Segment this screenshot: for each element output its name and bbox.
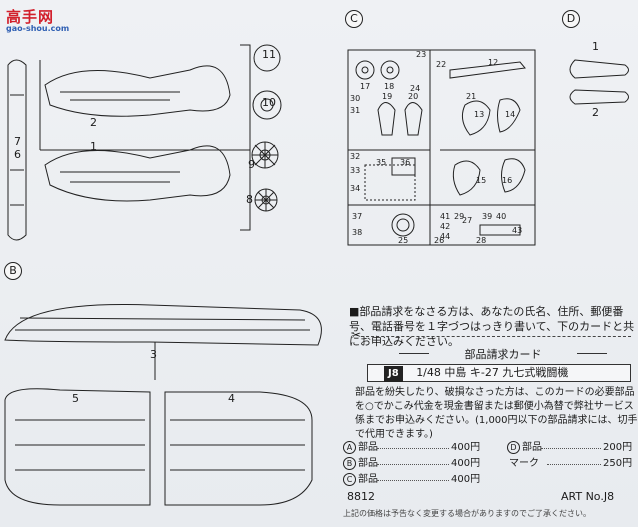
part-number: 13: [474, 110, 485, 119]
part-number: 18: [384, 82, 395, 91]
scissors-icon: ✂: [351, 328, 362, 342]
part-number: 1: [90, 140, 97, 153]
part-number: 9: [248, 158, 255, 171]
part-number: 42: [440, 222, 451, 231]
price-value: 250円: [603, 458, 633, 469]
leader-line: [377, 480, 449, 481]
part-number: 20: [408, 92, 419, 101]
leader-line: [377, 464, 449, 465]
footnote: 上記の価格は予告なく変更する場合がありますのでご了承ください。: [343, 509, 591, 518]
parts-request-card: ■部品請求をなさる方は、あなたの氏名、住所、郵便番号、電話番号を１字づつはっきり…: [343, 300, 638, 524]
part-number: 19: [382, 92, 393, 101]
part-number: 29: [454, 212, 465, 221]
part-number: 21: [466, 92, 477, 101]
watermark-logo: 高手网: [6, 8, 55, 26]
part-number: 3: [150, 348, 157, 361]
part-number: 26: [434, 236, 445, 245]
part-number: 11: [262, 48, 276, 61]
part-number: 10: [262, 96, 276, 109]
part-number: 39: [482, 212, 493, 221]
part-number: 31: [350, 106, 361, 115]
price-label: マーク: [509, 458, 539, 469]
price-value: 400円: [451, 474, 481, 485]
part-number: 2: [592, 106, 599, 119]
price-row-decal: マーク: [509, 454, 539, 469]
price-value: 400円: [451, 458, 481, 469]
part-number: 37: [352, 212, 363, 221]
part-number: 35: [376, 158, 387, 167]
request-instructions: ■部品請求をなさる方は、あなたの氏名、住所、郵便番号、電話番号を１字づつはっきり…: [349, 305, 635, 348]
part-number: 34: [350, 184, 361, 193]
part-number: 38: [352, 228, 363, 237]
part-mark: A: [343, 441, 356, 454]
price-label: 部品: [358, 458, 378, 469]
part-number: 22: [436, 60, 447, 69]
part-number: 7: [14, 135, 21, 148]
part-number: 30: [350, 94, 361, 103]
part-mark: B: [343, 457, 356, 470]
part-number: 1: [592, 40, 599, 53]
leader-line: [377, 448, 449, 449]
part-number: 2: [90, 116, 97, 129]
price-value: 200円: [603, 442, 633, 453]
part-number: 5: [72, 392, 79, 405]
part-number: 15: [476, 176, 487, 185]
catalog-number: 8812: [347, 490, 375, 503]
part-number: 16: [502, 176, 513, 185]
leader-line: [547, 464, 601, 465]
part-number: 41: [440, 212, 451, 221]
part-number: 44: [440, 232, 451, 241]
card-description: 部品を紛失したり、破損なさった方は、このカードの必要部品を○でかこみ代金を現金書…: [355, 387, 638, 440]
site-watermark: 高手网 gao-shou.com: [2, 2, 78, 33]
product-code: J8: [384, 366, 403, 382]
cut-line: [361, 336, 631, 337]
card-title: 部品請求カード: [399, 346, 607, 362]
section-b-label: B: [4, 262, 22, 280]
part-number: 40: [496, 212, 507, 221]
part-number: 32: [350, 152, 361, 161]
part-number: 14: [505, 110, 516, 119]
part-number: 33: [350, 166, 361, 175]
price-label: 部品: [522, 442, 542, 453]
part-number: 4: [228, 392, 235, 405]
price-label: 部品: [358, 474, 378, 485]
price-value: 400円: [451, 442, 481, 453]
part-number: 23: [416, 50, 427, 59]
product-box: J8 1/48 中島 キ-27 九七式戦闘機: [367, 364, 631, 382]
leader-line: [541, 448, 601, 449]
part-number: 6: [14, 148, 21, 161]
art-number: ART No.J8: [561, 490, 615, 503]
part-number: 25: [398, 236, 409, 245]
part-number: 27: [462, 216, 473, 225]
part-mark: C: [343, 473, 356, 486]
part-number: 8: [246, 193, 253, 206]
part-mark: D: [507, 441, 520, 454]
section-d-label: D: [562, 10, 580, 28]
section-c-label: C: [345, 10, 363, 28]
part-number: 17: [360, 82, 371, 91]
part-number: 12: [488, 58, 499, 67]
watermark-url: gao-shou.com: [6, 24, 70, 33]
price-label: 部品: [358, 442, 378, 453]
product-name: 1/48 中島 キ-27 九七式戦闘機: [416, 366, 569, 379]
part-number: 36: [400, 158, 411, 167]
part-number: 24: [410, 84, 421, 93]
part-number: 43: [512, 226, 523, 235]
part-number: 28: [476, 236, 487, 245]
